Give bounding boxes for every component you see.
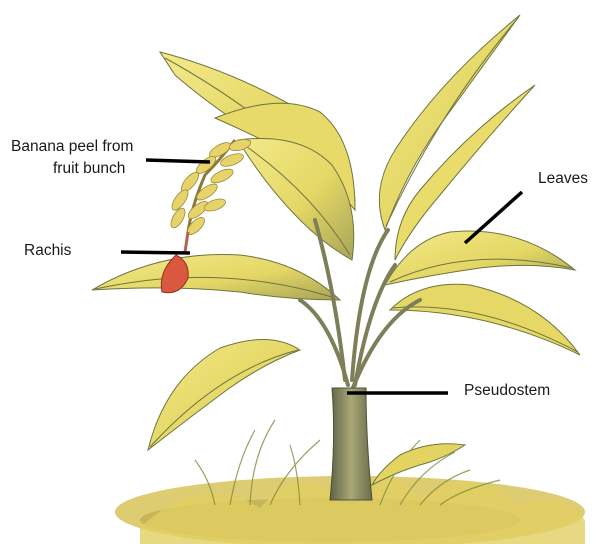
leaf-right-2 [390,284,580,355]
pointer-rachis [121,252,190,253]
label-pseudostem: Pseudostem [464,380,550,402]
label-banana-peel-line1: Banana peel from [11,136,161,158]
pseudostem [330,388,372,500]
label-banana-peel-line2: fruit bunch [11,158,161,180]
leaf-right-1 [385,231,575,285]
label-rachis: Rachis [24,240,71,262]
label-leaves: Leaves [538,168,588,190]
label-banana-peel: Banana peel from fruit bunch [11,136,161,180]
